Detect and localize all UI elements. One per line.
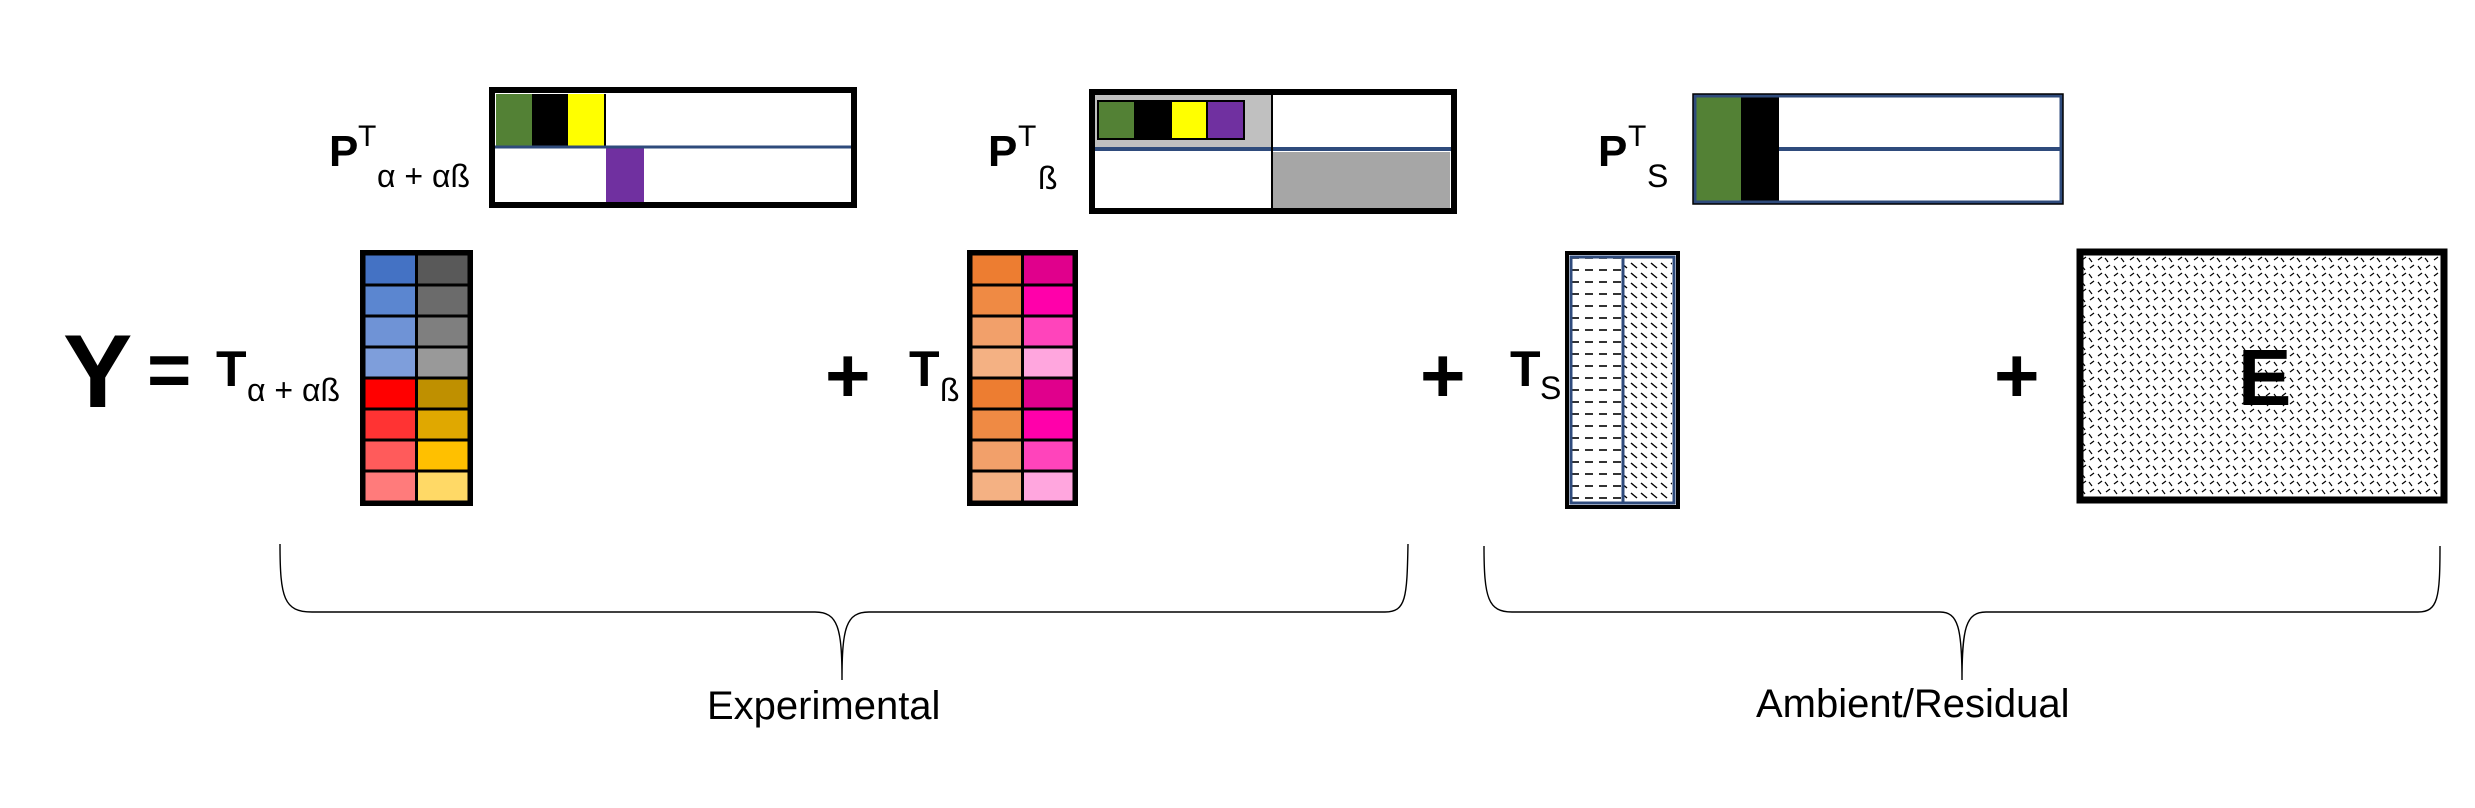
plus-sign-1: + — [825, 331, 871, 419]
loadings-b-cell-black — [1134, 100, 1172, 140]
scores-b-cell-r1-c1 — [969, 252, 1024, 287]
scores-s-label-sub: S — [1540, 370, 1562, 406]
loadings-s-label-t: T — [1628, 120, 1647, 153]
loadings-b-gray-block — [1273, 152, 1450, 210]
scores-b-cell-r3-c1 — [969, 314, 1024, 349]
scores-b-cell-r6-c1 — [969, 407, 1024, 442]
loadings-matrix-b — [1089, 89, 1457, 214]
loadings-matrix-ab — [489, 87, 857, 208]
scores-b-frame — [967, 250, 1078, 506]
loadings-ab-cell-yellow — [568, 94, 605, 146]
scores-ab-cell-r7-c1 — [362, 438, 418, 473]
loadings-s-frame — [1693, 94, 2063, 204]
loadings-ab-frame — [489, 87, 857, 208]
scores-s-col2-diagonals — [1624, 258, 1672, 502]
scores-ab-cell-r7-c2 — [415, 438, 471, 473]
scores-ab-cell-r8-c1 — [362, 469, 418, 504]
scores-ab-cell-r3-c2 — [415, 314, 471, 349]
scores-b-cell-r4-c2 — [1021, 345, 1076, 380]
scores-b-cell-r3-c2 — [1021, 314, 1076, 349]
scores-ab-cell-r5-c2 — [415, 376, 471, 411]
scores-matrix-ab — [360, 250, 473, 506]
brace-label-experimental: Experimental — [707, 684, 941, 728]
scores-ab-label-sub: α + αß — [247, 372, 341, 408]
loadings-b-frame — [1089, 89, 1457, 214]
scores-b-cell-r4-c1 — [969, 345, 1024, 380]
scores-ab-frame — [360, 250, 473, 506]
brace-experimental — [279, 543, 1409, 681]
scores-ab-cell-r3-c1 — [362, 314, 418, 349]
scores-b-cell-r2-c2 — [1021, 283, 1076, 318]
scores-b-label-t: T — [909, 341, 940, 397]
scores-b-cell-r6-c2 — [1021, 407, 1076, 442]
scores-b-cell-r5-c2 — [1021, 376, 1076, 411]
residual-label-e: E — [2238, 333, 2292, 422]
residual-frame — [2076, 248, 2448, 504]
loadings-b-label-sub: ß — [1038, 160, 1058, 196]
scores-ab-cell-r5-c1 — [362, 376, 418, 411]
loadings-b-cell-yellow — [1170, 100, 1208, 140]
scores-b-label-sub: ß — [940, 372, 960, 408]
scores-b-cell-r8-c2 — [1021, 469, 1076, 504]
scores-ab-cell-r1-c2 — [415, 252, 471, 287]
loadings-ab-cell-purple — [606, 148, 644, 202]
plus-sign-3: + — [1994, 331, 2040, 419]
brace-label-ambient-residual: Ambient/Residual — [1756, 682, 2070, 726]
scores-ab-cell-r4-c1 — [362, 345, 418, 380]
loadings-s-cell-green — [1695, 96, 1741, 202]
loadings-b-label-t: T — [1018, 120, 1037, 153]
loadings-matrix-s — [1692, 93, 2064, 205]
scores-b-cell-r2-c1 — [969, 283, 1024, 318]
loadings-ab-cell-black — [532, 94, 568, 146]
scores-b-cell-r5-c1 — [969, 376, 1024, 411]
scores-b-cell-r7-c2 — [1021, 438, 1076, 473]
scores-s-frame — [1565, 251, 1680, 509]
scores-s-inner-frame — [1569, 255, 1676, 505]
scores-b-cell-r1-c2 — [1021, 252, 1076, 287]
scores-matrix-s — [1565, 251, 1680, 509]
loadings-s-cell-black — [1741, 96, 1779, 202]
scores-ab-cells — [362, 252, 471, 504]
loadings-b-cell-purple — [1206, 100, 1245, 140]
scores-matrix-b — [967, 250, 1078, 506]
plus-sign-2: + — [1420, 331, 1466, 419]
scores-ab-cell-r8-c2 — [415, 469, 471, 504]
scores-s-col1-dashes — [1572, 258, 1622, 502]
loadings-ab-label-sub: α + αß — [377, 158, 471, 194]
equation-lhs-y: Y — [63, 314, 133, 430]
scores-b-cell-r8-c1 — [969, 469, 1024, 504]
scores-b-cells — [969, 252, 1076, 504]
scores-ab-cell-r6-c1 — [362, 407, 418, 442]
scores-ab-cell-r4-c2 — [415, 345, 471, 380]
residual-matrix — [2076, 248, 2448, 504]
scores-ab-label-t: T — [216, 341, 247, 397]
loadings-b-cell-green — [1097, 100, 1136, 140]
scores-ab-cell-r1-c1 — [362, 252, 418, 287]
scores-b-cell-r7-c1 — [969, 438, 1024, 473]
loadings-ab-label-p: P — [329, 127, 359, 176]
loadings-s-label-sub: S — [1647, 158, 1669, 194]
loadings-s-dark-border — [1692, 93, 2064, 205]
equals-sign: = — [147, 328, 192, 413]
residual-pattern-fill — [2080, 252, 2444, 500]
brace-ambient-residual — [1483, 545, 2441, 681]
scores-s-label-t: T — [1510, 341, 1541, 397]
loadings-ab-label-t: T — [358, 120, 377, 153]
loadings-b-label-p: P — [988, 127, 1018, 176]
scores-ab-cell-r2-c1 — [362, 283, 418, 318]
scores-ab-cell-r6-c2 — [415, 407, 471, 442]
loadings-ab-cell-green — [496, 94, 532, 146]
scores-ab-cell-r2-c2 — [415, 283, 471, 318]
loadings-s-label-p: P — [1598, 127, 1628, 176]
